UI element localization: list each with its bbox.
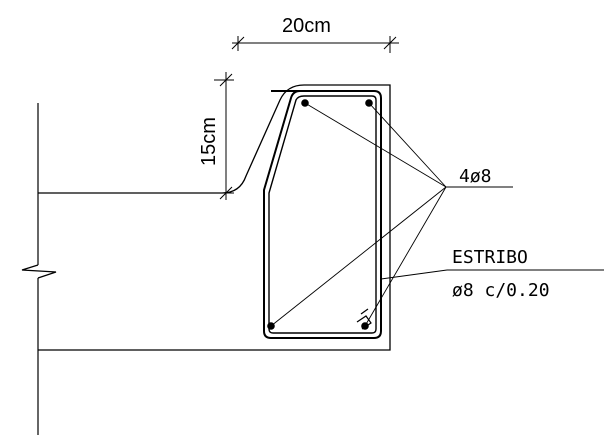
wall-edge — [21, 103, 57, 435]
width-dimension-label: 20cm — [282, 15, 331, 37]
stirrup-spec: ø8 c/0.20 — [452, 280, 550, 301]
bars-leader — [270, 102, 513, 327]
stirrup-leader — [380, 269, 604, 280]
bars-label: 4ø8 — [459, 166, 492, 187]
width-dimension — [231, 36, 399, 53]
height-dimension-label: 15cm — [198, 117, 220, 166]
stirrup-title: ESTRIBO — [452, 247, 528, 268]
height-dimension — [212, 72, 234, 200]
stirrup — [263, 90, 382, 339]
beam-outline — [38, 84, 391, 351]
